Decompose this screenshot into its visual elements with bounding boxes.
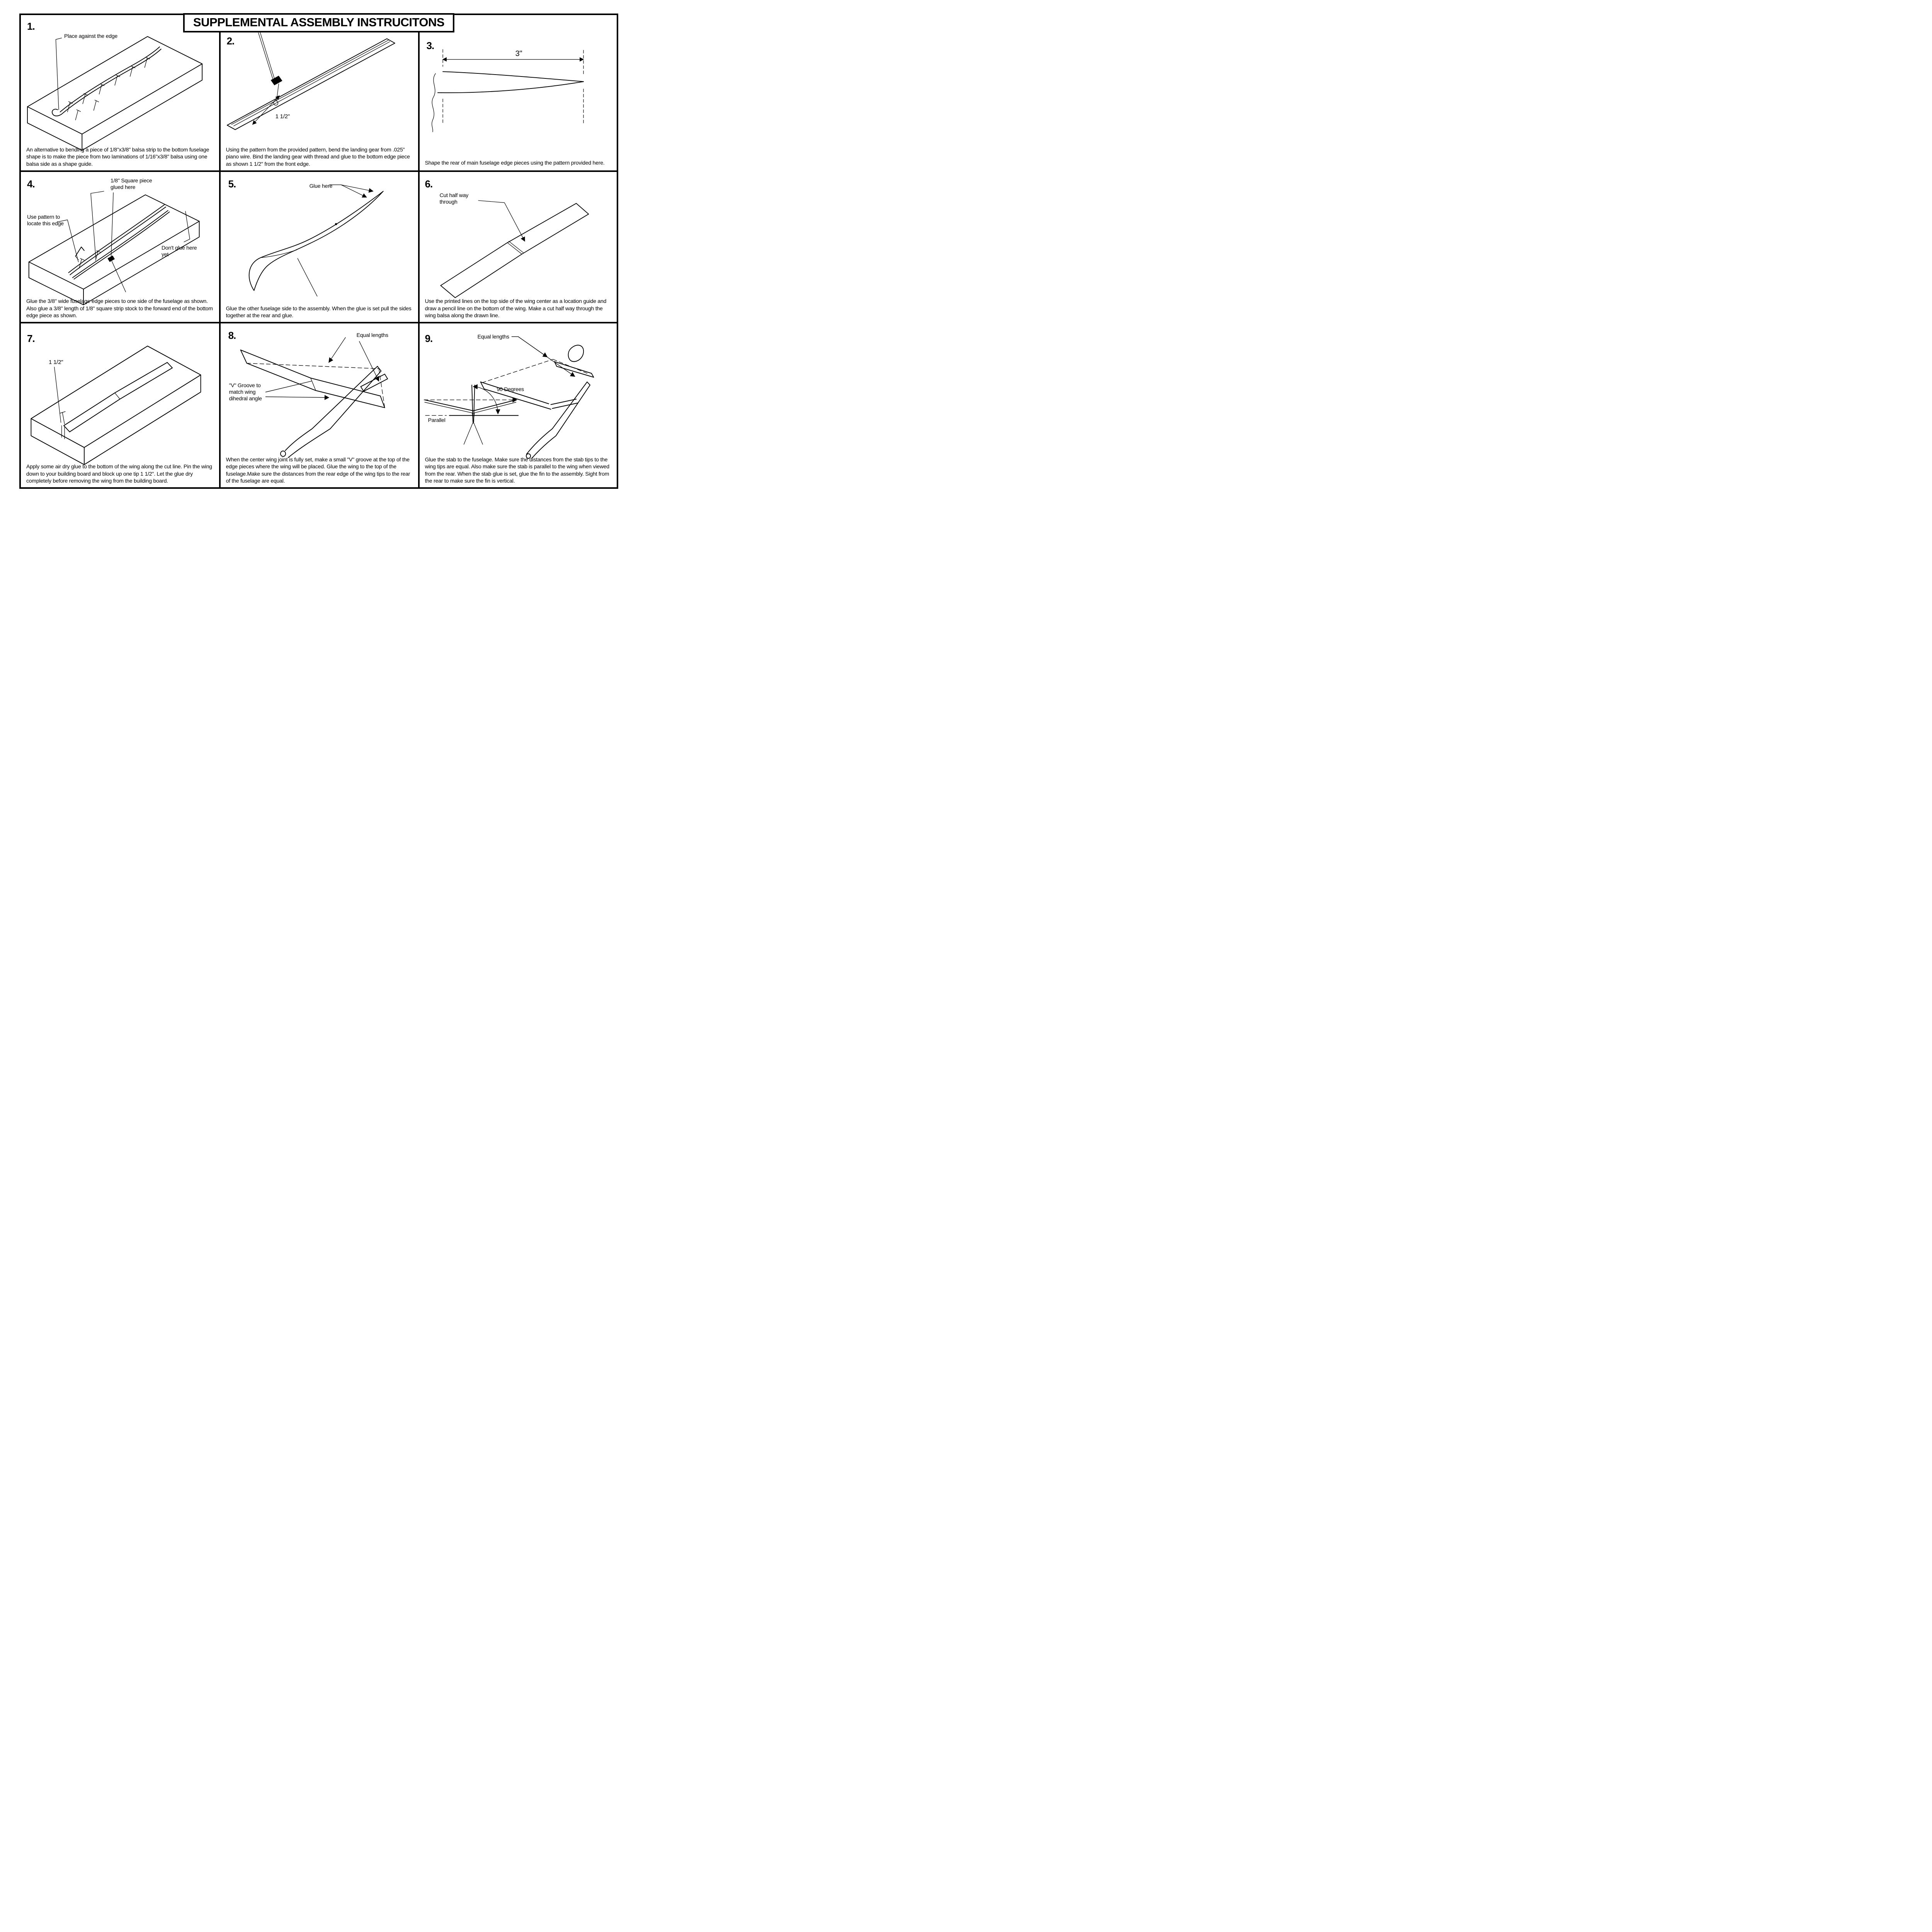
callout-v-groove: "V" Groove to match wing dihedral angle bbox=[229, 382, 262, 402]
wing-pinned-flat bbox=[63, 362, 173, 432]
callout-glue-here: Glue here bbox=[309, 182, 333, 189]
panel-4-caption: Glue the 3/8" wide fuselage edge pieces … bbox=[26, 298, 213, 319]
callout-parallel: Parallel bbox=[428, 417, 446, 423]
callout-square-piece: 1/8" Square piece glued here bbox=[111, 177, 152, 190]
dimension-label: 1 1/2" bbox=[275, 113, 290, 120]
fuselage-assembly bbox=[248, 190, 384, 291]
panel-8-drawing bbox=[240, 337, 388, 458]
panel-7-drawing bbox=[31, 345, 201, 465]
equal-length-construction-lines bbox=[481, 359, 587, 383]
callout-leaders bbox=[265, 337, 379, 400]
panel-2: 2. 1 1/2" Using the pattern from the pro… bbox=[220, 15, 420, 172]
panel-5: 5. Glue here Glue the other fuselage sid… bbox=[220, 172, 420, 323]
thread-binding bbox=[270, 75, 282, 85]
panel-3: 3. 3" Shape the rear of main fuselage ed… bbox=[419, 15, 617, 172]
fuselage bbox=[280, 366, 388, 458]
building-board bbox=[28, 194, 200, 305]
panel-number: 4. bbox=[27, 178, 35, 190]
landing-gear-wire bbox=[250, 29, 279, 105]
dimension-label: 3" bbox=[515, 49, 522, 58]
stab bbox=[360, 374, 388, 392]
wing bbox=[240, 349, 385, 408]
panel-1-drawing bbox=[27, 36, 203, 151]
pins bbox=[67, 57, 150, 121]
rear-view-diagram bbox=[423, 384, 519, 445]
stab bbox=[554, 361, 594, 378]
tip-pin-and-block bbox=[60, 411, 66, 439]
panel-9-caption: Glue the stab to the fuselage. Make sure… bbox=[425, 456, 610, 484]
panel-1: 1. Place against the edge An alternative… bbox=[21, 15, 221, 172]
callout-cut-half-way: Cut half way through bbox=[439, 192, 469, 205]
callout-leaders bbox=[57, 191, 190, 292]
building-board bbox=[27, 36, 203, 151]
dimension-arrow bbox=[252, 95, 280, 125]
panel-4-drawing bbox=[28, 191, 200, 305]
panel-9-drawing bbox=[423, 336, 594, 459]
panel-2-caption: Using the pattern from the provided patt… bbox=[226, 146, 410, 167]
laminated-edge-strip bbox=[52, 46, 162, 116]
instruction-sheet: SUPPLEMENTAL ASSEMBLY INSTRUCITONS bbox=[0, 0, 638, 493]
panel-grid: 1. Place against the edge An alternative… bbox=[21, 15, 617, 487]
panel-3-drawing bbox=[431, 49, 584, 132]
rear-taper-pattern bbox=[437, 71, 584, 93]
square-strip-piece bbox=[107, 255, 115, 262]
panel-4: 4. 1/8" Square piece glued here Use patt… bbox=[21, 172, 221, 323]
equal-length-construction-lines bbox=[246, 363, 385, 408]
callout-leader bbox=[478, 200, 525, 242]
callout-equal-lengths: Equal lengths bbox=[477, 333, 509, 340]
wing-blank bbox=[440, 203, 589, 298]
panel-number: 3. bbox=[426, 40, 435, 51]
panel-number: 9. bbox=[425, 332, 433, 344]
panel-1-caption: An alternative to bending a piece of 1/8… bbox=[26, 146, 209, 167]
callout-leaders bbox=[511, 336, 575, 377]
callout-leader bbox=[54, 367, 61, 423]
panel-3-caption: Shape the rear of main fuselage edge pie… bbox=[425, 160, 605, 166]
ninety-degree-arc bbox=[473, 384, 500, 415]
panel-6: 6. Cut half way through Use the printed … bbox=[419, 172, 617, 323]
callout-use-pattern: Use pattern to locate this edge bbox=[27, 213, 64, 226]
glue-here-leaders bbox=[297, 184, 374, 296]
panel-7: 7. 1 1/2" Apply some air dry glue to the… bbox=[21, 323, 221, 487]
panel-number: 1. bbox=[27, 20, 35, 32]
bottom-edge-strip bbox=[226, 38, 395, 130]
panel-number: 7. bbox=[27, 332, 35, 344]
panel-6-caption: Use the printed lines on the top side of… bbox=[425, 298, 607, 319]
fuselage-rear-legs bbox=[463, 421, 483, 445]
panel-7-caption: Apply some air dry glue to the bottom of… bbox=[26, 463, 212, 484]
callout-90-degrees: 90 Degrees bbox=[497, 386, 524, 392]
title-box: SUPPLEMENTAL ASSEMBLY INSTRUCITONS bbox=[183, 13, 455, 32]
extension-lines bbox=[442, 49, 584, 123]
panel-5-drawing bbox=[248, 184, 384, 296]
callout-leader bbox=[55, 37, 62, 110]
panel-6-drawing bbox=[440, 200, 589, 298]
airplane-three-quarter-view bbox=[480, 345, 594, 459]
sheet-frame: 1. Place against the edge An alternative… bbox=[19, 14, 618, 489]
panel-8-caption: When the center wing joint is fully set,… bbox=[226, 456, 410, 484]
panel-5-caption: Glue the other fuselage side to the asse… bbox=[226, 305, 412, 319]
panel-8: 8. Equal lengths "V" Groove to match win… bbox=[221, 323, 420, 487]
page-title: SUPPLEMENTAL ASSEMBLY INSTRUCITONS bbox=[193, 15, 445, 29]
panel-number: 5. bbox=[228, 178, 236, 190]
callout-dont-glue: Don't glue here yet bbox=[162, 244, 197, 257]
panel-number: 6. bbox=[425, 178, 433, 190]
break-line bbox=[431, 73, 436, 132]
fin bbox=[568, 345, 584, 362]
panel-9: 9. Equal lengths 90 Degrees Parallel Glu… bbox=[420, 323, 617, 487]
callout-equal-lengths: Equal lengths bbox=[356, 332, 388, 338]
fin-rear-view bbox=[471, 384, 475, 424]
dimension-label: 1 1/2" bbox=[49, 359, 63, 366]
panel-number: 8. bbox=[228, 329, 236, 341]
panel-number: 2. bbox=[226, 35, 235, 47]
building-board bbox=[31, 345, 201, 465]
callout-place-against-edge: Place against the edge bbox=[64, 33, 118, 39]
